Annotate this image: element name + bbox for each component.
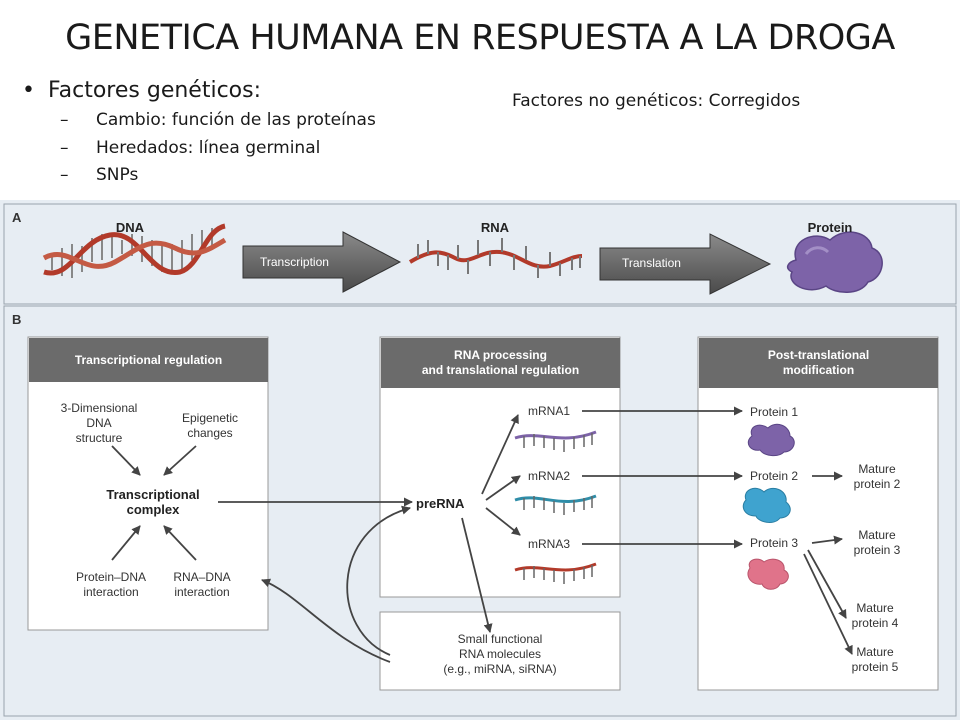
- panel-b-frame: [3, 305, 957, 717]
- transcription-arrow: [242, 231, 402, 293]
- rna-label: RNA: [480, 220, 510, 235]
- subitem-snps: –SNPs: [60, 165, 139, 185]
- mrna2-strand-icon: [514, 494, 597, 515]
- small-rna-box: [379, 611, 621, 691]
- non-genetic-factors-note: Factores no genéticos: Corregidos: [512, 91, 801, 111]
- bullet-symbol: •: [22, 78, 35, 103]
- transcriptional-box: [27, 336, 269, 631]
- mrna3-label: mRNA3: [528, 537, 571, 551]
- panel-a-letter: A: [12, 210, 22, 225]
- protein-label: Protein: [807, 220, 853, 235]
- protein-dna-label: Protein–DNA interaction: [75, 570, 147, 599]
- protein3-icon: [747, 558, 789, 590]
- mature-protein4-label: Mature protein 4: [851, 601, 899, 630]
- protein1-label: Protein 1: [750, 405, 799, 419]
- prerna-label: preRNA: [416, 496, 465, 511]
- translation-label: Translation: [622, 256, 681, 270]
- ptm-header: Post-translational modification: [699, 338, 938, 388]
- subitem-change: –Cambio: función de las proteínas: [60, 110, 376, 130]
- mrna3-strand-icon: [514, 562, 597, 584]
- protein2-label: Protein 2: [750, 469, 799, 483]
- mrna1-label: mRNA1: [528, 404, 571, 418]
- rna-strand-icon: [408, 238, 583, 278]
- protein2-icon: [742, 487, 791, 523]
- bullet-genetic-factors: • Factores genéticos:: [22, 78, 261, 103]
- panel-a-frame: [3, 203, 957, 305]
- epigenetic-changes-label: Epigenetic changes: [181, 411, 239, 440]
- mrna1-strand-icon: [514, 430, 597, 452]
- rna-dna-label: RNA–DNA interaction: [173, 570, 231, 599]
- rna-processing-header: RNA processing and translational regulat…: [381, 338, 620, 388]
- gene-expression-figure: A DNA RNA Protein Transcription Translat…: [0, 200, 960, 720]
- dna-label: DNA: [115, 220, 145, 235]
- slide-title: GENETICA HUMANA EN RESPUESTA A LA DROGA: [65, 18, 895, 58]
- mature-protein3-label: Mature protein 3: [853, 528, 901, 557]
- small-rna-label: Small functional RNA molecules (e.g., mi…: [443, 632, 557, 676]
- translation-arrow: [599, 233, 772, 295]
- panel-b-letter: B: [12, 312, 22, 327]
- mrna2-label: mRNA2: [528, 469, 571, 483]
- dna-structure-label: 3-Dimensional DNA structure: [60, 401, 138, 445]
- ptm-box: [697, 336, 939, 691]
- transcriptional-regulation-header: Transcriptional regulation: [29, 338, 268, 382]
- mature-protein2-label: Mature protein 2: [853, 462, 901, 491]
- dna-helix-icon: [42, 223, 227, 278]
- protein-icon: [786, 231, 883, 293]
- mature-protein5-label: Mature protein 5: [851, 645, 899, 674]
- transcription-label: Transcription: [260, 255, 329, 269]
- protein1-icon: [747, 423, 795, 457]
- subitem-inherited: –Heredados: línea germinal: [60, 138, 321, 158]
- transcriptional-complex-label: Transcriptional complex: [106, 487, 200, 517]
- bullet-text: Factores genéticos:: [48, 78, 261, 103]
- protein3-label: Protein 3: [750, 536, 799, 550]
